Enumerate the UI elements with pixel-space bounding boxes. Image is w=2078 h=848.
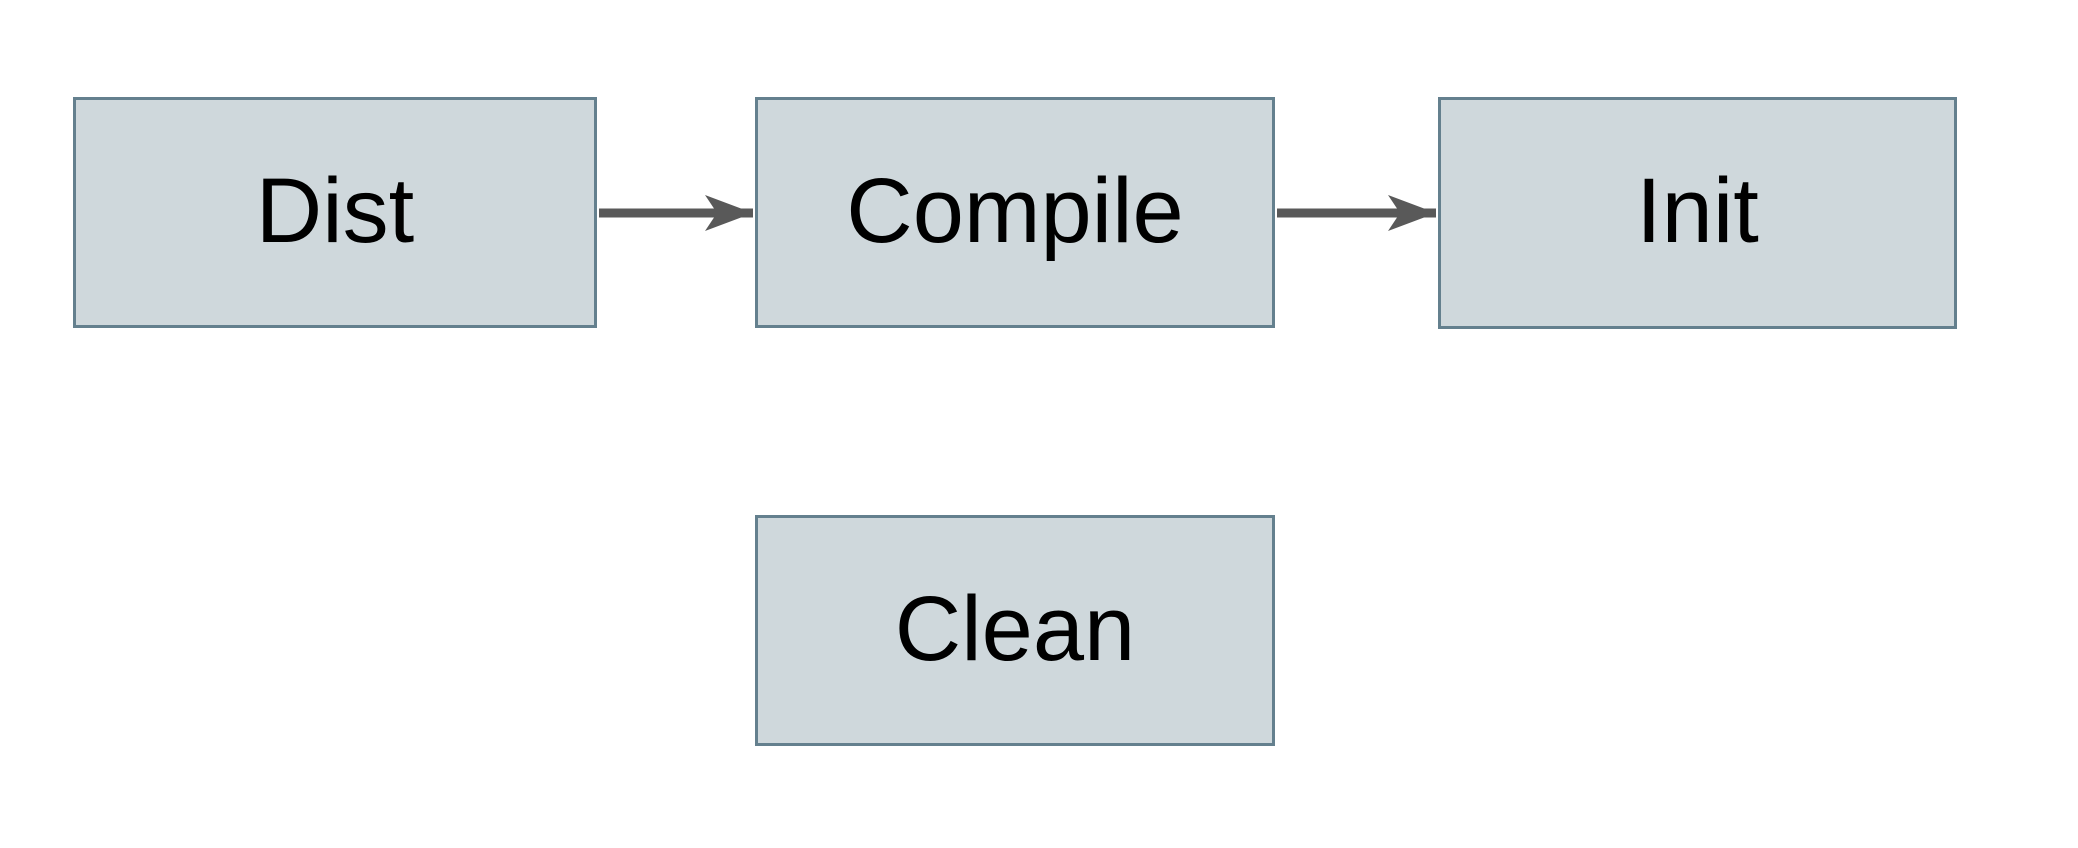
node-clean: Clean xyxy=(755,515,1275,746)
node-compile-label: Compile xyxy=(846,159,1184,262)
node-clean-label: Clean xyxy=(894,577,1136,680)
node-compile: Compile xyxy=(755,97,1275,328)
node-dist-label: Dist xyxy=(255,159,415,262)
node-init: Init xyxy=(1438,97,1957,329)
node-dist: Dist xyxy=(73,97,597,328)
node-init-label: Init xyxy=(1636,160,1759,262)
